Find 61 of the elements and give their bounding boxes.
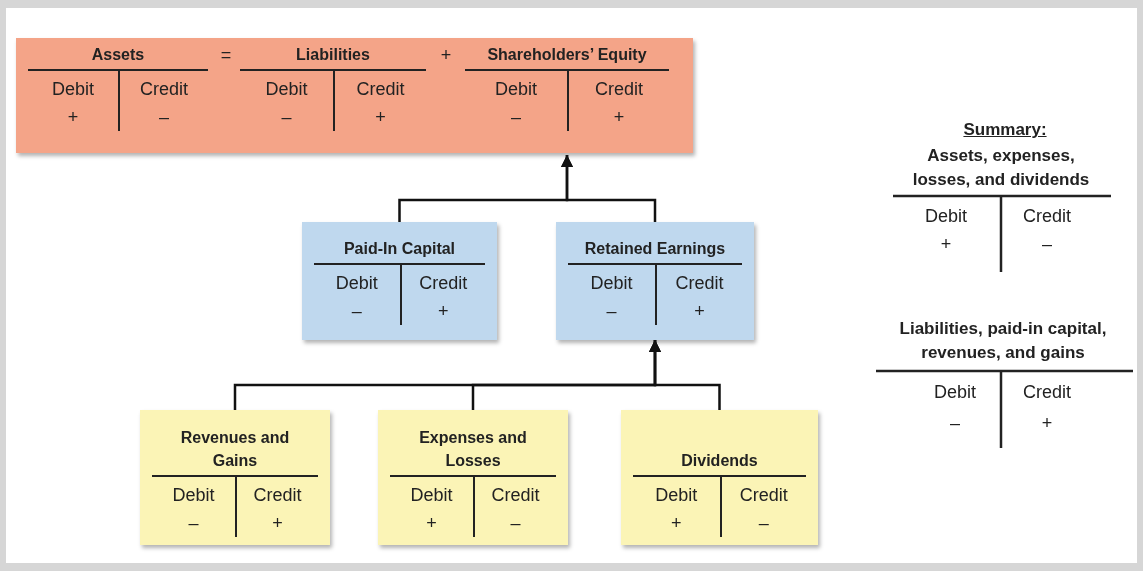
sign: + xyxy=(694,300,705,323)
column-label: Credit xyxy=(253,484,302,507)
account-title: Assets xyxy=(91,45,145,65)
account-title: Paid-In Capital xyxy=(343,239,456,259)
sign: + xyxy=(613,106,625,129)
sign: – xyxy=(758,512,769,535)
connector-arrow xyxy=(561,155,657,222)
summary-title: Summary: xyxy=(962,119,1048,141)
account-title: Shareholders’ Equity xyxy=(487,45,647,65)
column-label: Debit xyxy=(172,484,215,507)
column-label: Credit xyxy=(595,78,643,101)
column-label: Credit xyxy=(419,272,468,295)
account-title: Assets, expenses, losses, and dividends xyxy=(911,145,1091,191)
column-label: Debit xyxy=(933,381,977,404)
sign: – xyxy=(511,106,521,129)
column-label: Debit xyxy=(655,484,698,507)
sign: – xyxy=(949,412,961,435)
column-label: Credit xyxy=(1022,381,1072,404)
column-label: Credit xyxy=(739,484,788,507)
sign: + xyxy=(272,512,283,535)
column-label: Credit xyxy=(356,78,405,101)
account-title: Liabilities xyxy=(296,45,370,65)
column-label: Credit xyxy=(675,272,724,295)
sign: + xyxy=(671,512,682,535)
sign: – xyxy=(1041,233,1053,256)
sign: – xyxy=(159,106,169,129)
sign: + xyxy=(939,233,953,256)
account-title: Liabilities, paid-in capital, revenues, and gains xyxy=(898,318,1108,364)
t-account-card xyxy=(621,410,818,545)
t-account-card xyxy=(140,410,330,545)
account-title: Expenses and Losses xyxy=(418,428,528,471)
account-band xyxy=(16,38,693,153)
sign: + xyxy=(375,106,386,129)
sign: – xyxy=(351,300,362,323)
column-label: Debit xyxy=(52,78,94,101)
connector-arrow xyxy=(649,340,721,410)
operator-symbol: = xyxy=(219,44,233,67)
t-account-card xyxy=(302,222,497,340)
operator-symbol: + xyxy=(439,44,453,67)
sign: + xyxy=(1040,412,1054,435)
sign: – xyxy=(281,106,292,129)
column-label: Credit xyxy=(1022,205,1072,228)
sign: – xyxy=(510,512,521,535)
sign: – xyxy=(606,300,617,323)
account-title: Retained Earnings xyxy=(584,239,726,259)
column-label: Debit xyxy=(265,78,308,101)
sign: + xyxy=(67,106,79,129)
column-label: Credit xyxy=(491,484,540,507)
sign: + xyxy=(438,300,449,323)
column-label: Debit xyxy=(924,205,968,228)
account-title: Revenues and Gains xyxy=(179,428,291,471)
column-label: Debit xyxy=(590,272,633,295)
sign: – xyxy=(188,512,199,535)
column-label: Debit xyxy=(410,484,453,507)
sign: + xyxy=(426,512,437,535)
t-account-card xyxy=(556,222,754,340)
column-label: Debit xyxy=(495,78,537,101)
column-label: Credit xyxy=(140,78,188,101)
account-title: Dividends xyxy=(681,451,758,471)
column-label: Debit xyxy=(335,272,378,295)
t-account-card xyxy=(378,410,568,545)
